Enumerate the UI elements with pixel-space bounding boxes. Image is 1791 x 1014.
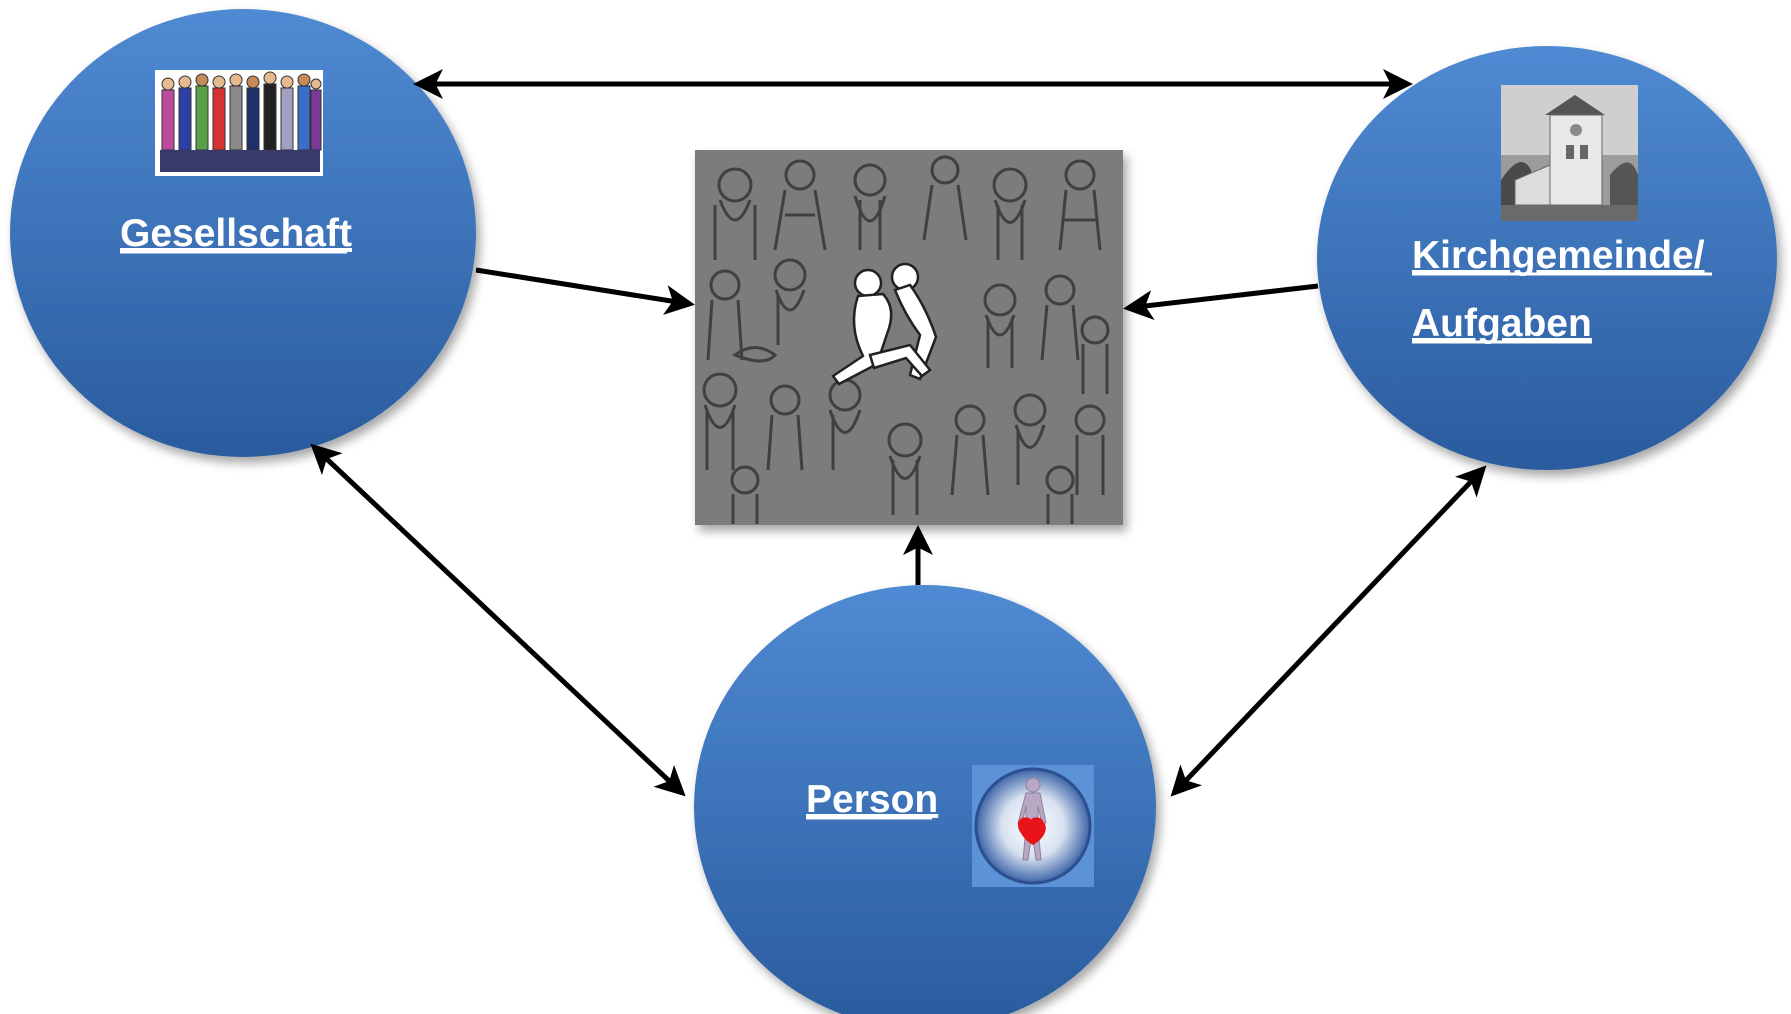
label-kirchgemeinde-line2: Aufgaben xyxy=(1412,302,1592,345)
arrow-gesellschaft-center xyxy=(475,267,695,315)
human-body-heart-icon xyxy=(972,765,1094,887)
circle-person xyxy=(694,585,1156,1014)
circle-kirchgemeinde xyxy=(1317,46,1777,470)
arrows xyxy=(310,69,1487,797)
label-underlines xyxy=(120,250,1712,820)
circle-gesellschaft xyxy=(10,9,476,457)
label-kirchgemeinde-line1: Kirchgemeinde/ xyxy=(1412,234,1705,277)
label-gesellschaft: Gesellschaft xyxy=(120,212,352,255)
arrow-kirchgemeinde-person xyxy=(1170,465,1487,797)
arrow-kirchgemeinde-center xyxy=(1123,283,1319,321)
crowd-dancing-couple-drawing xyxy=(695,150,1123,525)
arrow-gesellschaft-person xyxy=(310,443,686,797)
church-tower-photo xyxy=(1501,85,1638,221)
group-of-people-icon xyxy=(155,70,323,176)
label-person: Person xyxy=(806,778,938,821)
